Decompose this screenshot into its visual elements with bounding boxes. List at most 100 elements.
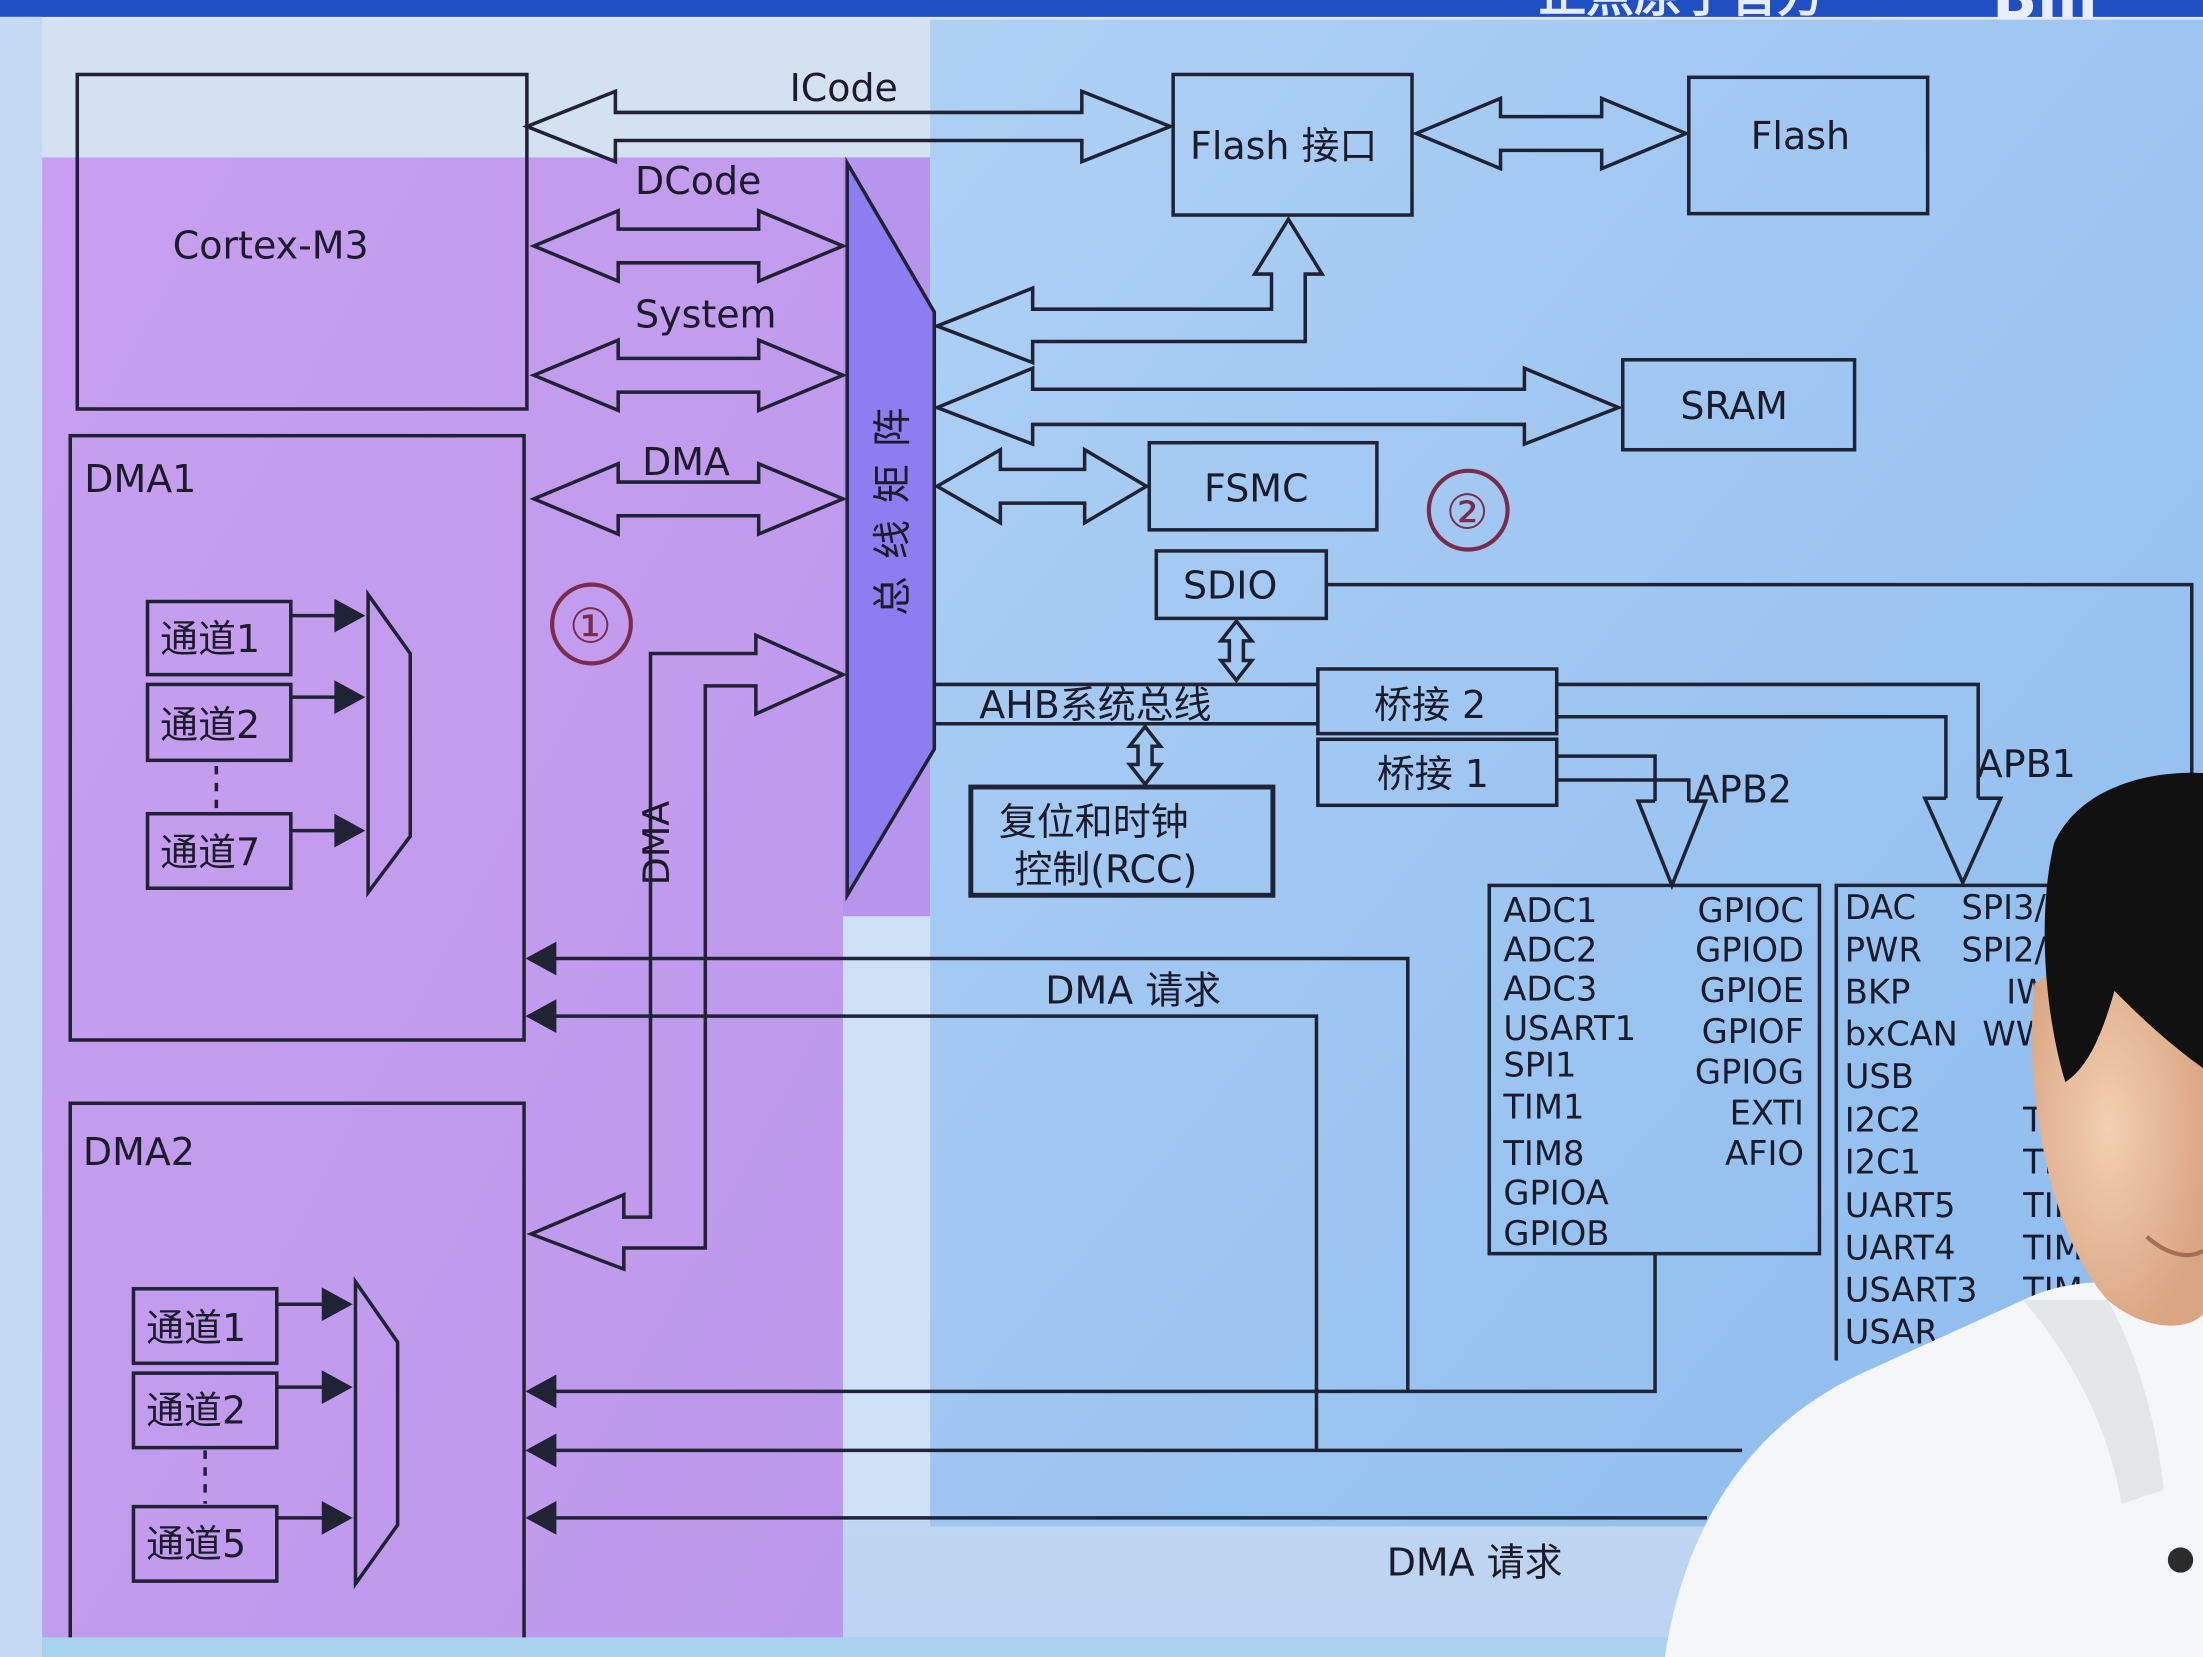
cortex-m3-label: Cortex-M3	[173, 224, 369, 268]
apb2-right-1: GPIOD	[1695, 930, 1804, 969]
matrix-to-flash-arrow	[932, 215, 1326, 366]
fsmc-label: FSMC	[1204, 467, 1308, 511]
apb2-right-6: AFIO	[1725, 1134, 1804, 1173]
header-logo-fragment: Bili	[1992, 0, 2098, 32]
sram-label: SRAM	[1680, 384, 1788, 428]
sram-bus-arrow	[932, 365, 1624, 447]
dma-request-lower-label: DMA 请求	[1387, 1540, 1563, 1584]
flash-interface-block	[1171, 72, 1414, 217]
dma2-channel-5: 通道5	[146, 1522, 246, 1566]
marker-1: ①	[569, 599, 612, 654]
presenter-overlay	[1664, 772, 2203, 1657]
dma2-channel-2: 通道2	[146, 1389, 246, 1433]
apb2-label: APB2	[1693, 767, 1792, 811]
apb1-left-8: UART4	[1845, 1228, 1956, 1267]
dma1-arbiter	[366, 589, 413, 898]
apb1-left-4: USB	[1845, 1057, 1914, 1096]
dma1-channel-1: 通道1	[160, 617, 260, 661]
dma-request-upper-label: DMA 请求	[1045, 968, 1221, 1012]
system-bus-arrow	[529, 337, 848, 414]
right-region	[930, 19, 2203, 1527]
dma2-to-matrix-arrow	[526, 632, 848, 1272]
flash-block	[1687, 75, 1930, 216]
apb2-down-arrow	[1635, 799, 1709, 891]
apb2-right-3: GPIOF	[1702, 1012, 1804, 1051]
apb2-left-2: ADC3	[1503, 970, 1597, 1009]
apb1-label: APB1	[1977, 742, 2076, 786]
bridge2-block	[1316, 667, 1559, 736]
apb2-right-0: GPIOC	[1698, 891, 1804, 930]
apb2-left-8: GPIOB	[1503, 1214, 1609, 1253]
marker-2: ②	[1446, 485, 1489, 540]
dma2-channel-5-box	[131, 1504, 279, 1583]
header-title-fragment: 正点原子官方	[1538, 0, 1825, 23]
bridge2-label: 桥接 2	[1374, 683, 1486, 727]
apb1-left-10: USAR	[1845, 1313, 1938, 1352]
dma2-channel-1-box	[131, 1287, 279, 1366]
dma1-channel-2-box	[145, 682, 293, 763]
upper-light-band	[42, 19, 931, 161]
icode-label: ICode	[790, 66, 898, 110]
sdio-ahb-arrow	[1217, 618, 1256, 684]
rcc-block	[968, 784, 1276, 898]
bridge1-block	[1316, 737, 1559, 808]
apb1-left-9: USART3	[1845, 1270, 1978, 1309]
apb2-left-5: TIM1	[1502, 1088, 1584, 1127]
apb1-left-0: DAC	[1845, 888, 1916, 927]
apb1-right-1: SPI2/	[1961, 930, 2046, 969]
dma2-channel-1: 通道1	[146, 1306, 246, 1350]
dma2-channel-2-box	[131, 1371, 279, 1450]
apb2-left-6: TIM8	[1502, 1134, 1584, 1173]
marker-1-circle	[550, 582, 633, 666]
sram-block	[1620, 358, 1857, 452]
apb1-peripheral-block	[1834, 883, 2066, 1361]
apb1-left-3: bxCAN	[1845, 1015, 1958, 1054]
dma2-arbiter	[353, 1276, 400, 1590]
rcc-label-line2: 控制(RCC)	[1014, 848, 1197, 892]
dma1-block	[68, 433, 526, 1042]
dcode-label: DCode	[635, 159, 761, 203]
dma1-channel-7-box	[145, 811, 293, 890]
apb2-right-4: GPIOG	[1695, 1053, 1804, 1092]
apb1-left-5: I2C2	[1845, 1100, 1921, 1139]
sdio-label: SDIO	[1183, 564, 1277, 608]
bridge1-label: 桥接 1	[1377, 752, 1489, 796]
icode-bus-arrow	[522, 88, 1176, 165]
apb2-peripheral-block	[1487, 883, 1822, 1256]
apb2-left-1: ADC2	[1503, 930, 1597, 969]
dma1-channel-7: 通道7	[160, 831, 260, 875]
dma1-channel-1-box	[145, 599, 293, 677]
apb1-down-arrow	[1922, 796, 2004, 887]
apb1-left-7: UART5	[1845, 1186, 1956, 1225]
dma1-channel-2: 通道2	[160, 703, 260, 747]
ahb-label: AHB系统总线	[979, 683, 1211, 727]
apb2-left-0: ADC1	[1503, 891, 1597, 930]
flash-interface-label: Flash 接口	[1190, 124, 1377, 168]
apb2-right-5: EXTI	[1730, 1093, 1804, 1132]
apb2-left-3: USART1	[1503, 1009, 1636, 1048]
dma-bus-arrow	[529, 461, 848, 537]
dma1-title: DMA1	[84, 457, 196, 501]
rcc-ahb-arrow	[1125, 723, 1165, 788]
fsmc-bus-arrow	[933, 446, 1150, 526]
cortex-m3-block	[75, 72, 529, 411]
apb1-left-2: BKP	[1845, 972, 1911, 1011]
dma2-block	[68, 1101, 526, 1638]
apb1-left-1: PWR	[1845, 930, 1922, 969]
dcode-bus-arrow	[529, 208, 848, 284]
apb2-left-4: SPI1	[1503, 1046, 1576, 1085]
flash-label: Flash	[1751, 114, 1850, 158]
flash-bus-arrow	[1411, 95, 1691, 172]
apb1-left-6: I2C1	[1845, 1143, 1921, 1182]
apb1-right-0: SPI3/	[1961, 888, 2046, 927]
marker-2-circle	[1426, 468, 1510, 552]
rcc-label-line1: 复位和时钟	[999, 800, 1189, 844]
dma-vertical-label: DMA	[635, 801, 678, 886]
apb2-right-2: GPIOE	[1700, 971, 1804, 1010]
header-bar	[0, 0, 2203, 17]
dma-bus-label: DMA	[642, 440, 730, 484]
apb2-left-7: GPIOA	[1503, 1173, 1608, 1212]
bus-matrix	[845, 156, 937, 902]
